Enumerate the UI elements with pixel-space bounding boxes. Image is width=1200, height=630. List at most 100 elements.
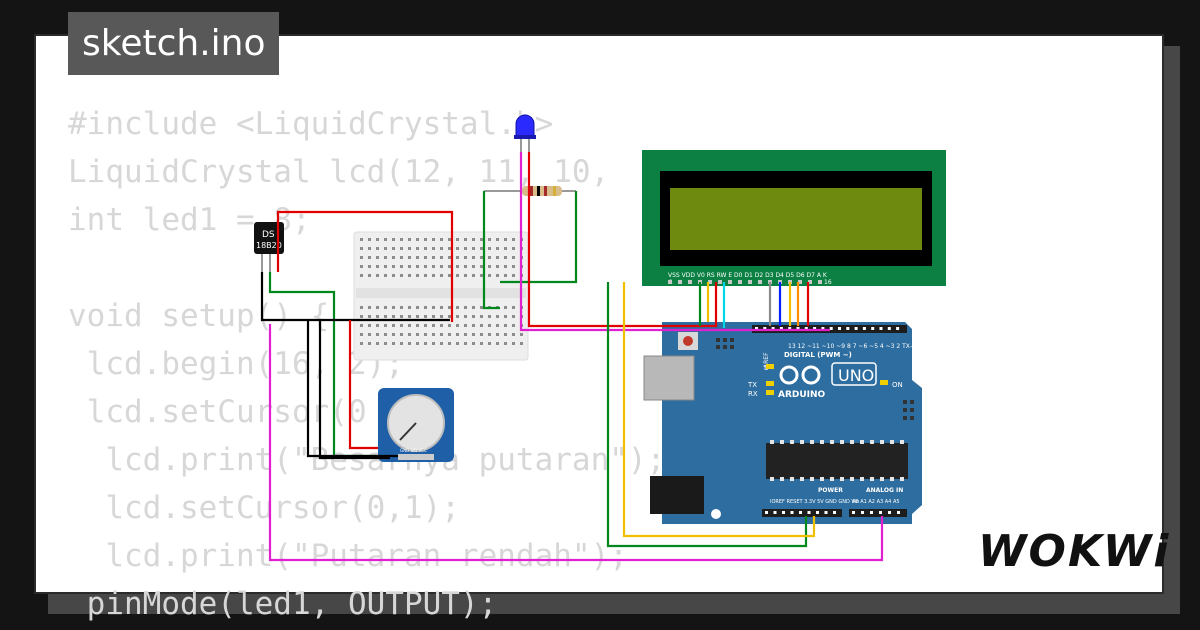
power-pins-label: IOREF RESET 3.3V 5V GND GND Vin	[770, 499, 859, 505]
breadboard-hole	[504, 306, 507, 309]
breadboard-hole	[448, 333, 451, 336]
code-line: lcd.print("Besarnya putaran");	[68, 442, 666, 478]
breadboard-hole	[416, 315, 419, 318]
breadboard-hole	[376, 315, 379, 318]
breadboard-hole	[480, 342, 483, 345]
header-pin	[829, 327, 833, 330]
breadboard-hole	[400, 256, 403, 259]
file-title-tab[interactable]: sketch.ino	[68, 12, 280, 75]
breadboard-hole	[376, 274, 379, 277]
breadboard-hole	[496, 238, 499, 241]
code-background: #include <LiquidCrystal.h>LiquidCrystal …	[68, 100, 665, 628]
breadboard-hole	[512, 247, 515, 250]
breadboard-hole	[424, 256, 427, 259]
breadboard-hole	[392, 324, 395, 327]
breadboard-hole	[472, 333, 475, 336]
reset-button[interactable]	[683, 336, 693, 346]
breadboard-hole	[440, 274, 443, 277]
chip-leg	[830, 440, 834, 444]
header-pin	[896, 327, 900, 330]
breadboard-hole	[440, 324, 443, 327]
breadboard-hole	[472, 238, 475, 241]
header-pin	[796, 327, 800, 330]
breadboard-hole	[392, 333, 395, 336]
breadboard-hole	[360, 238, 363, 241]
breadboard-hole	[384, 238, 387, 241]
header-pin	[813, 327, 817, 330]
chip-leg	[810, 477, 814, 481]
chip-leg	[890, 477, 894, 481]
breadboard-hole	[360, 333, 363, 336]
header-pin	[799, 511, 802, 514]
header-pin	[807, 511, 811, 514]
breadboard-hole	[472, 247, 475, 250]
breadboard-hole	[360, 315, 363, 318]
breadboard-hole	[392, 238, 395, 241]
breadboard-hole	[392, 342, 395, 345]
breadboard-hole	[424, 265, 427, 268]
breadboard-hole	[448, 256, 451, 259]
breadboard-hole	[504, 315, 507, 318]
breadboard-hole	[456, 324, 459, 327]
breadboard-hole	[512, 315, 515, 318]
breadboard-hole	[480, 306, 483, 309]
breadboard-hole	[360, 324, 363, 327]
breadboard-hole	[384, 333, 387, 336]
breadboard-hole	[480, 315, 483, 318]
breadboard-hole	[496, 265, 499, 268]
arduino-uno: DIGITAL (PWM ~) AREF 13 12 ~11 ~10 ~9 8 …	[643, 322, 938, 524]
breadboard-hole	[488, 274, 491, 277]
breadboard-hole	[488, 315, 491, 318]
breadboard-hole	[480, 247, 483, 250]
breadboard-hole	[376, 306, 379, 309]
breadboard-hole	[400, 274, 403, 277]
header-pin	[887, 327, 891, 330]
breadboard-hole	[480, 256, 483, 259]
chip-leg	[820, 440, 824, 444]
breadboard-hole	[448, 342, 451, 345]
breadboard-hole	[440, 306, 443, 309]
header-pin	[852, 511, 855, 514]
breadboard-hole	[408, 333, 411, 336]
uno-label: UNO	[838, 366, 874, 385]
lcd-pin-labels: VSS VDD V0 RS RW E D0 D1 D2 D3 D4 D5 D6 …	[668, 272, 828, 279]
chip-leg	[790, 440, 794, 444]
led-on-label: ON	[892, 381, 903, 389]
breadboard-hole	[368, 238, 371, 241]
header-pin	[879, 327, 883, 330]
breadboard-hole	[424, 342, 427, 345]
breadboard-hole	[360, 342, 363, 345]
header-pin	[816, 511, 819, 514]
header-pin	[821, 327, 825, 330]
breadboard-hole	[464, 342, 467, 345]
icsp-pin	[903, 408, 907, 412]
breadboard-hole	[424, 274, 427, 277]
breadboard-hole	[464, 315, 467, 318]
lcd-pin	[678, 280, 682, 284]
breadboard-hole	[416, 265, 419, 268]
breadboard-hole	[448, 306, 451, 309]
breadboard-hole	[400, 315, 403, 318]
potentiometer: GND SIG VCC	[378, 388, 454, 462]
code-line: lcd.setCursor(0,1);	[68, 490, 460, 526]
breadboard-hole	[448, 238, 451, 241]
icsp-pin	[903, 400, 907, 404]
pins-top-label: 13 12 ~11 ~10 ~9 8 7 ~6 ~5 4 ~3 2 TX→1 R…	[788, 343, 938, 350]
breadboard-hole	[432, 274, 435, 277]
breadboard-hole	[512, 342, 515, 345]
breadboard-hole	[384, 274, 387, 277]
breadboard-hole	[456, 247, 459, 250]
breadboard-hole	[424, 324, 427, 327]
icsp-pin	[716, 338, 720, 342]
code-line: pinMode(led1, OUTPUT);	[68, 586, 498, 622]
breadboard-hole	[456, 274, 459, 277]
breadboard-hole	[408, 342, 411, 345]
breadboard-hole	[416, 238, 419, 241]
breadboard-hole	[376, 342, 379, 345]
breadboard-hole	[464, 306, 467, 309]
code-line: #include <LiquidCrystal.h>	[68, 106, 554, 142]
breadboard-hole	[464, 238, 467, 241]
wokwi-logo: WOKWi	[978, 526, 1171, 577]
breadboard-hole	[416, 342, 419, 345]
breadboard-hole	[488, 256, 491, 259]
